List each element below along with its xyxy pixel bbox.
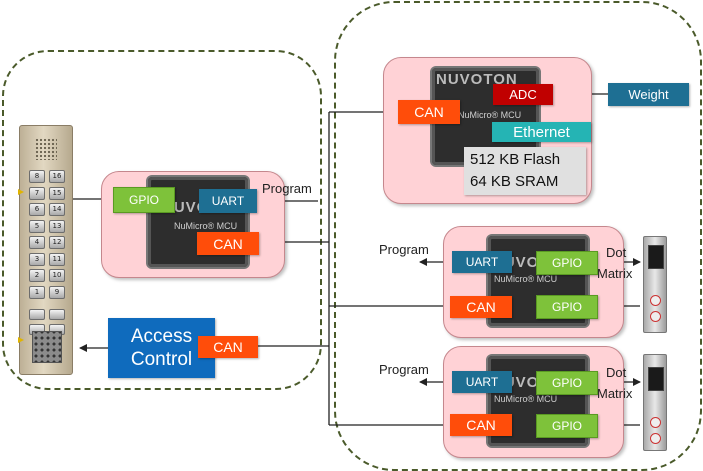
- call-up-button[interactable]: [650, 417, 661, 428]
- access-reader[interactable]: [32, 331, 62, 363]
- car-can-block: CAN: [197, 232, 259, 255]
- floor2-gpio-out-block: GPIO: [536, 371, 598, 395]
- floor-key[interactable]: 8: [29, 170, 45, 183]
- floor-key[interactable]: 7: [29, 186, 45, 200]
- floor-key[interactable]: 16: [49, 170, 65, 183]
- floor-key[interactable]: 1: [29, 285, 45, 299]
- floor-key[interactable]: 6: [29, 203, 45, 216]
- floor2-matrix-label: Matrix: [597, 386, 633, 401]
- floor2-dot-label: Dot: [606, 365, 627, 380]
- floor1-gpio-out-block: GPIO: [536, 251, 598, 275]
- car-program-label: Program: [262, 181, 312, 196]
- door-close-key[interactable]: [49, 309, 65, 320]
- indicator-arrow-icon: [18, 337, 24, 343]
- speaker-grille: [35, 138, 57, 160]
- floor-key[interactable]: 10: [49, 269, 65, 282]
- chip-label: NuMicro® MCU: [494, 274, 558, 284]
- car-gpio-block: GPIO: [113, 187, 175, 213]
- access-control-line1: Access: [130, 326, 193, 347]
- floor1-gpio-in-block: GPIO: [536, 295, 598, 319]
- floor-key[interactable]: 4: [29, 236, 45, 249]
- floor2-uart-block: UART: [452, 371, 512, 393]
- floor-key[interactable]: 5: [29, 219, 45, 233]
- call-down-button[interactable]: [650, 311, 661, 322]
- floor1-matrix-label: Matrix: [597, 266, 633, 281]
- call-down-button[interactable]: [650, 433, 661, 444]
- car-uart-block: UART: [199, 189, 257, 213]
- main-can-block: CAN: [398, 100, 460, 124]
- floor2-hall-panel: [643, 354, 667, 451]
- floor-key[interactable]: 9: [49, 285, 65, 299]
- floor-key[interactable]: 15: [49, 186, 65, 200]
- floor2-program-label: Program: [379, 362, 429, 377]
- indicator-arrow-icon: [18, 189, 24, 195]
- floor-key[interactable]: 12: [49, 236, 65, 249]
- call-up-button[interactable]: [650, 295, 661, 306]
- floor1-hall-panel: [643, 236, 667, 333]
- sram-label: 64 KB SRAM: [470, 173, 559, 190]
- floor1-can-block: CAN: [450, 296, 512, 318]
- access-control-block: Access Control: [108, 318, 215, 378]
- weight-sensor-block: Weight: [608, 83, 689, 106]
- flash-label: 512 KB Flash: [470, 151, 561, 168]
- car-zone: [2, 50, 322, 390]
- chip-label: NuMicro® MCU: [494, 394, 558, 404]
- floor-key[interactable]: 11: [49, 252, 65, 266]
- access-control-line2: Control: [130, 349, 193, 370]
- floor1-uart-block: UART: [452, 251, 512, 273]
- chip-label: NuMicro® MCU: [458, 110, 522, 120]
- memory-block: 512 KB Flash 64 KB SRAM: [464, 147, 586, 195]
- floor1-dot-label: Dot: [606, 245, 627, 260]
- chip-brand: NUVOTON: [436, 71, 518, 88]
- floor2-can-block: CAN: [450, 414, 512, 436]
- access-can-block: CAN: [198, 336, 258, 358]
- floor-key[interactable]: 13: [49, 219, 65, 233]
- main-adc-block: ADC: [493, 84, 553, 105]
- chip-label: NuMicro® MCU: [174, 221, 238, 231]
- floor-key[interactable]: 2: [29, 269, 45, 282]
- door-open-key[interactable]: [29, 309, 45, 320]
- main-ethernet-block: Ethernet: [492, 122, 591, 142]
- dot-matrix-display: [648, 245, 664, 269]
- floor-key[interactable]: 3: [29, 252, 45, 266]
- floor2-gpio-in-block: GPIO: [536, 414, 598, 438]
- shaft-zone: [334, 1, 702, 471]
- dot-matrix-display: [648, 367, 664, 391]
- floor-key[interactable]: 14: [49, 203, 65, 216]
- floor1-program-label: Program: [379, 242, 429, 257]
